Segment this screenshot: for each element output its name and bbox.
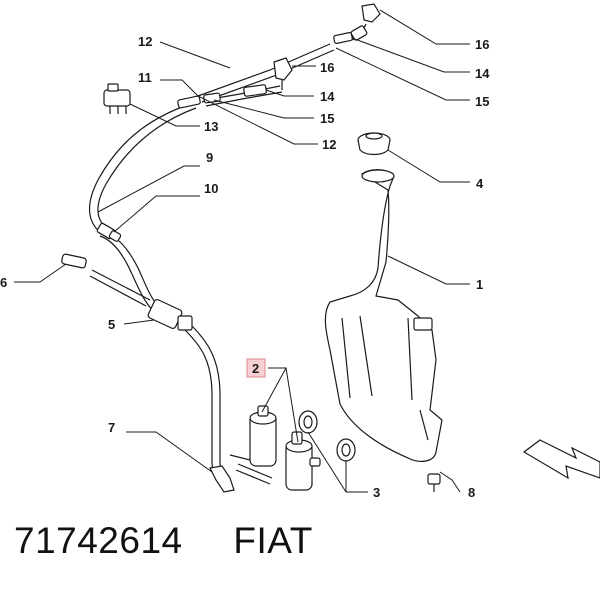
callout-leader-lines [14,9,470,493]
reservoir-filler-cap [357,132,391,156]
hose-clip [103,83,131,114]
callout-4: 4 [476,176,484,191]
callout-9: 9 [206,150,213,165]
callout-1: 1 [476,277,483,292]
callout-12-middle: 12 [322,137,336,152]
callout-2: 2 [252,361,259,376]
callout-16-top: 16 [475,37,489,52]
callout-3: 3 [373,485,380,500]
washer-pump [249,405,321,491]
washer-hose-network [89,43,335,485]
callout-15-middle: 15 [320,111,334,126]
brand-name: FIAT [233,520,313,561]
callout-12-top: 12 [138,34,152,49]
callout-15-top: 15 [475,94,489,109]
washer-fluid-reservoir [324,169,443,462]
hose-end-connector [61,253,87,269]
part-footer: 71742614 FIAT [14,520,313,562]
callout-labels: 16 14 15 12 16 14 15 11 12 13 9 10 4 1 6… [0,34,490,500]
direction-arrow [522,439,600,480]
callout-5: 5 [108,317,115,332]
callout-14-top: 14 [475,66,490,81]
callout-11: 11 [138,70,152,85]
callout-13: 13 [204,119,218,134]
callout-7: 7 [108,420,115,435]
callout-14-middle: 14 [320,89,335,104]
hose-coupling [96,222,122,242]
callout-2-highlight [246,358,266,378]
mounting-bolt [427,473,441,492]
hose-tee-middle [243,84,267,97]
callout-10: 10 [204,181,218,196]
callout-8: 8 [468,485,475,500]
pump-grommet [298,410,356,462]
part-number: 71742614 [14,520,183,561]
hose-connector-top-right [333,25,368,45]
hose-junction-connector [147,298,193,331]
callout-6: 6 [0,275,7,290]
hose-elbow [209,465,235,493]
callout-16-middle: 16 [320,60,334,75]
washer-nozzle-middle [273,57,293,90]
